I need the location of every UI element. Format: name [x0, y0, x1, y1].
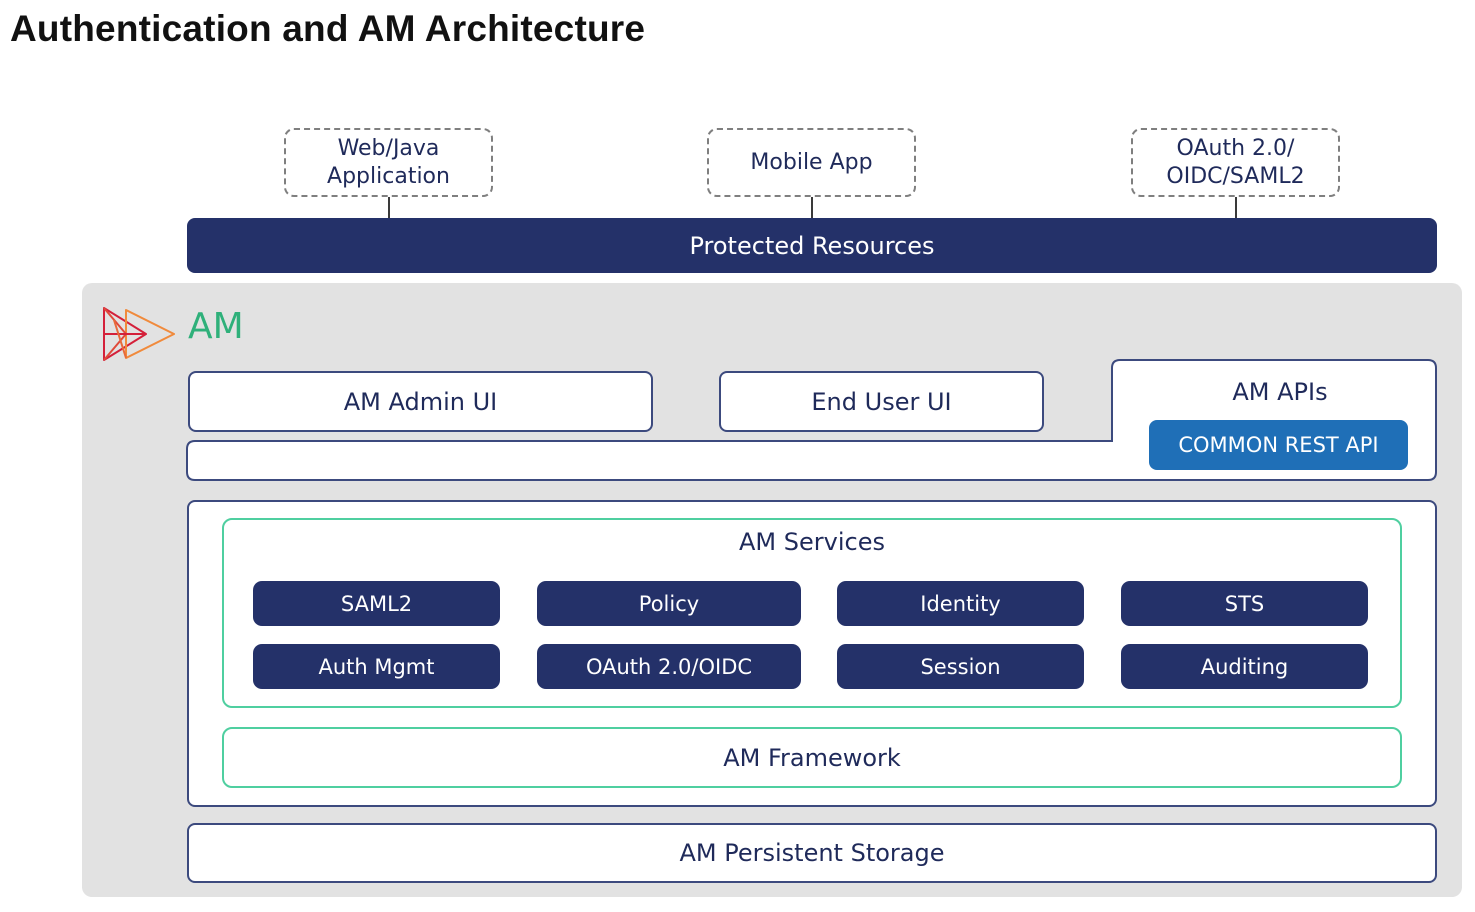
service-session: Session [837, 644, 1084, 689]
am-framework-box: AM Framework [222, 727, 1402, 788]
am-persistent-storage-box: AM Persistent Storage [187, 823, 1437, 883]
common-rest-api-box: COMMON REST API [1149, 420, 1408, 470]
api-layer-outline [186, 359, 1437, 481]
am-services-title: AM Services [739, 528, 885, 556]
am-admin-ui-box: AM Admin UI [188, 371, 653, 432]
service-saml2: SAML2 [253, 581, 500, 626]
am-apis-title: AM APIs [1232, 378, 1328, 406]
client-oauth-oidc-saml2: OAuth 2.0/ OIDC/SAML2 [1131, 128, 1340, 197]
am-logo-icon [103, 307, 175, 361]
connector-oauth [1235, 197, 1237, 218]
connector-mobile [811, 197, 813, 218]
service-auth-mgmt: Auth Mgmt [253, 644, 500, 689]
service-sts: STS [1121, 581, 1368, 626]
client-mobile-app: Mobile App [707, 128, 916, 197]
service-oauth-oidc: OAuth 2.0/OIDC [537, 644, 801, 689]
client-web-java-app: Web/Java Application [284, 128, 493, 197]
protected-resources-bar: Protected Resources [187, 218, 1437, 273]
am-label: AM [188, 306, 244, 347]
connector-web-java [388, 197, 390, 218]
page-title: Authentication and AM Architecture [10, 8, 646, 49]
service-auditing: Auditing [1121, 644, 1368, 689]
end-user-ui-box: End User UI [719, 371, 1044, 432]
service-identity: Identity [837, 581, 1084, 626]
service-policy: Policy [537, 581, 801, 626]
